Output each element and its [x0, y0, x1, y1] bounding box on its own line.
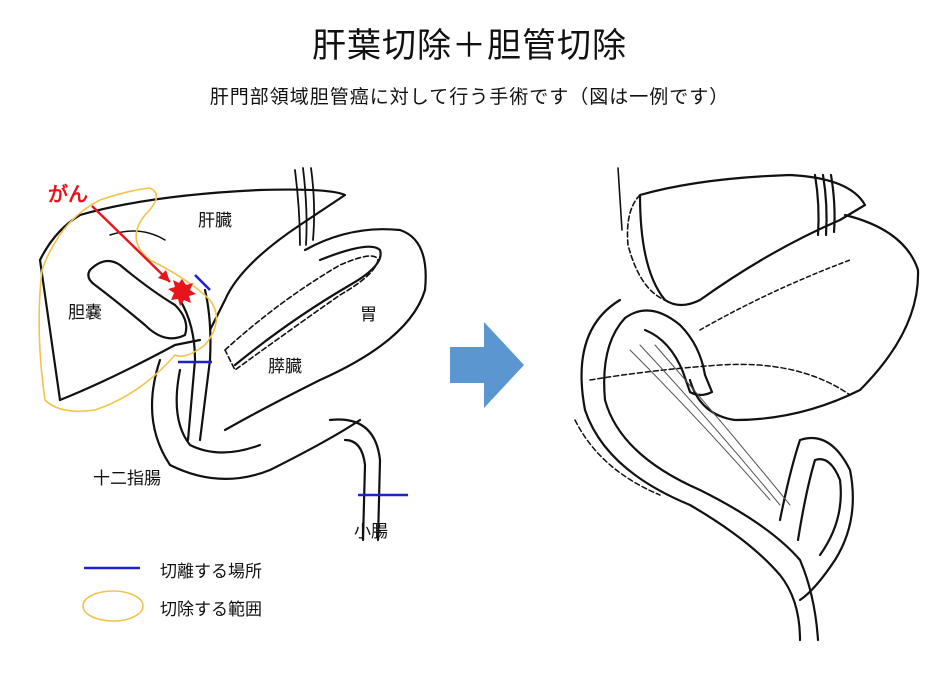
page-title: 肝葉切除＋胆管切除	[312, 26, 627, 66]
cut-line-hilum	[194, 274, 211, 291]
gallbladder-outline	[87, 259, 188, 340]
label-duodenum: 十二指腸	[93, 469, 161, 489]
pancreas-outline-post	[589, 363, 851, 396]
hepaticojejunostomy-limb	[623, 309, 714, 397]
cancer-lesion	[168, 279, 196, 306]
bowel-loop-right	[778, 436, 854, 602]
label-pancreas: 膵臓	[268, 357, 302, 377]
stomach-outline	[223, 228, 427, 432]
label-cancer: がん	[48, 182, 88, 206]
label-stomach: 胃	[360, 305, 377, 325]
liver-lower-edge	[58, 338, 202, 402]
bile-duct	[178, 298, 197, 442]
label-liver: 肝臓	[198, 211, 232, 231]
label-gallbladder: 胆嚢	[68, 303, 102, 323]
liver-lobe-line	[109, 230, 166, 241]
liver-outline	[38, 188, 347, 402]
page-subtitle: 肝門部領域胆管癌に対して行う手術です（図は一例です）	[209, 86, 730, 108]
resection-area-outline	[38, 187, 218, 413]
small-intestine-outline	[328, 418, 382, 542]
cancer-pointer-arrowhead	[158, 270, 170, 282]
cancer-pointer-arrow	[91, 205, 171, 283]
legend-resection-swatch	[82, 590, 144, 622]
legend-resection-area-label: 切除する範囲	[160, 600, 262, 620]
legend-cut-point-label: 切離する場所	[160, 562, 262, 582]
transition-arrow	[450, 322, 524, 408]
stomach-outline-post	[688, 213, 920, 422]
label-small-intestine: 小腸	[354, 522, 388, 542]
legend-cut-line-swatch	[84, 566, 140, 570]
right-anatomy-illustration	[574, 167, 920, 642]
duodenum-outline	[150, 358, 362, 480]
remnant-liver-outline	[638, 173, 867, 307]
pancreas-outline	[224, 255, 379, 371]
jejunal-loop-inner	[603, 316, 820, 642]
jejunal-loop-outer	[580, 298, 802, 642]
